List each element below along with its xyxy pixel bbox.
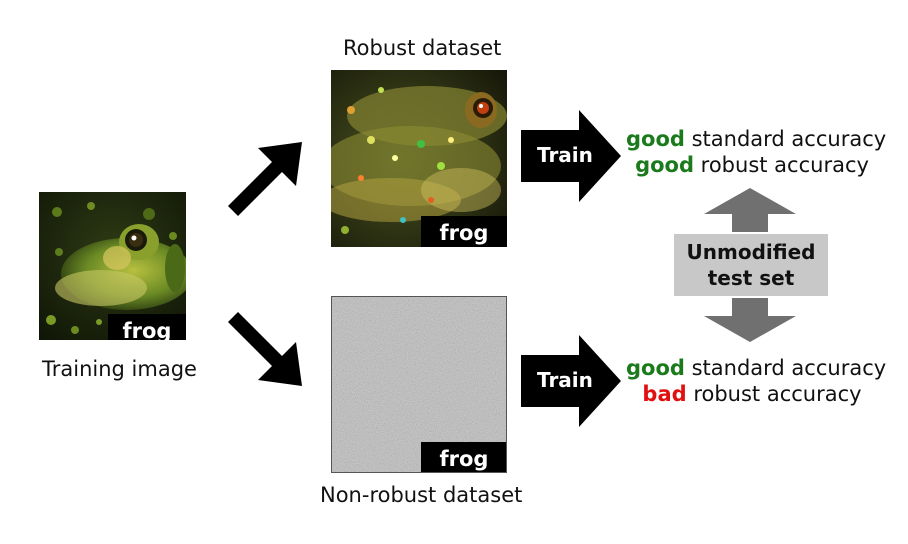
robust-results: good standard accuracy good robust accur…	[626, 127, 886, 177]
gray-arrow-down	[704, 298, 796, 342]
nonrobust-robust-text: robust accuracy	[686, 382, 862, 406]
arrow-up-right	[224, 140, 304, 220]
test-set-line2: test set	[707, 266, 795, 290]
nonrobust-train-arrow: Train	[521, 335, 621, 427]
nonrobust-dataset-caption: Non-robust dataset	[320, 483, 523, 507]
training-image: frog	[39, 192, 186, 340]
nonrobust-robust-accuracy: bad robust accuracy	[626, 382, 878, 406]
robust-robust-text: robust accuracy	[693, 153, 869, 177]
nonrobust-standard-quality: good	[626, 356, 685, 380]
nonrobust-results: good standard accuracy bad robust accura…	[626, 356, 886, 406]
robust-standard-accuracy: good standard accuracy	[626, 127, 886, 151]
nonrobust-frog-tag: frog	[421, 442, 506, 472]
test-set-line1: Unmodified	[686, 240, 816, 264]
nonrobust-dataset-image: frog	[331, 296, 507, 473]
frog-photo	[39, 192, 186, 340]
robust-dataset-caption: Robust dataset	[343, 36, 502, 60]
training-frog-tag: frog	[108, 314, 186, 340]
robust-train-label: Train	[537, 143, 593, 167]
robust-robust-accuracy: good robust accuracy	[626, 153, 878, 177]
robust-standard-text: standard accuracy	[684, 127, 887, 151]
nonrobust-standard-accuracy: good standard accuracy	[626, 356, 886, 380]
robust-robust-quality: good	[635, 153, 694, 177]
robust-train-arrow: Train	[521, 110, 621, 202]
training-image-caption: Training image	[42, 357, 197, 381]
unmodified-test-set-box: Unmodified test set	[674, 234, 828, 296]
robust-dataset-image: frog	[331, 70, 507, 247]
arrow-down-right	[224, 308, 304, 388]
nonrobust-train-label: Train	[537, 368, 593, 392]
robust-frog-tag: frog	[421, 216, 507, 247]
nonrobust-robust-quality: bad	[642, 382, 687, 406]
robust-standard-quality: good	[626, 127, 685, 151]
gray-arrow-up	[704, 188, 796, 232]
nonrobust-standard-text: standard accuracy	[684, 356, 887, 380]
